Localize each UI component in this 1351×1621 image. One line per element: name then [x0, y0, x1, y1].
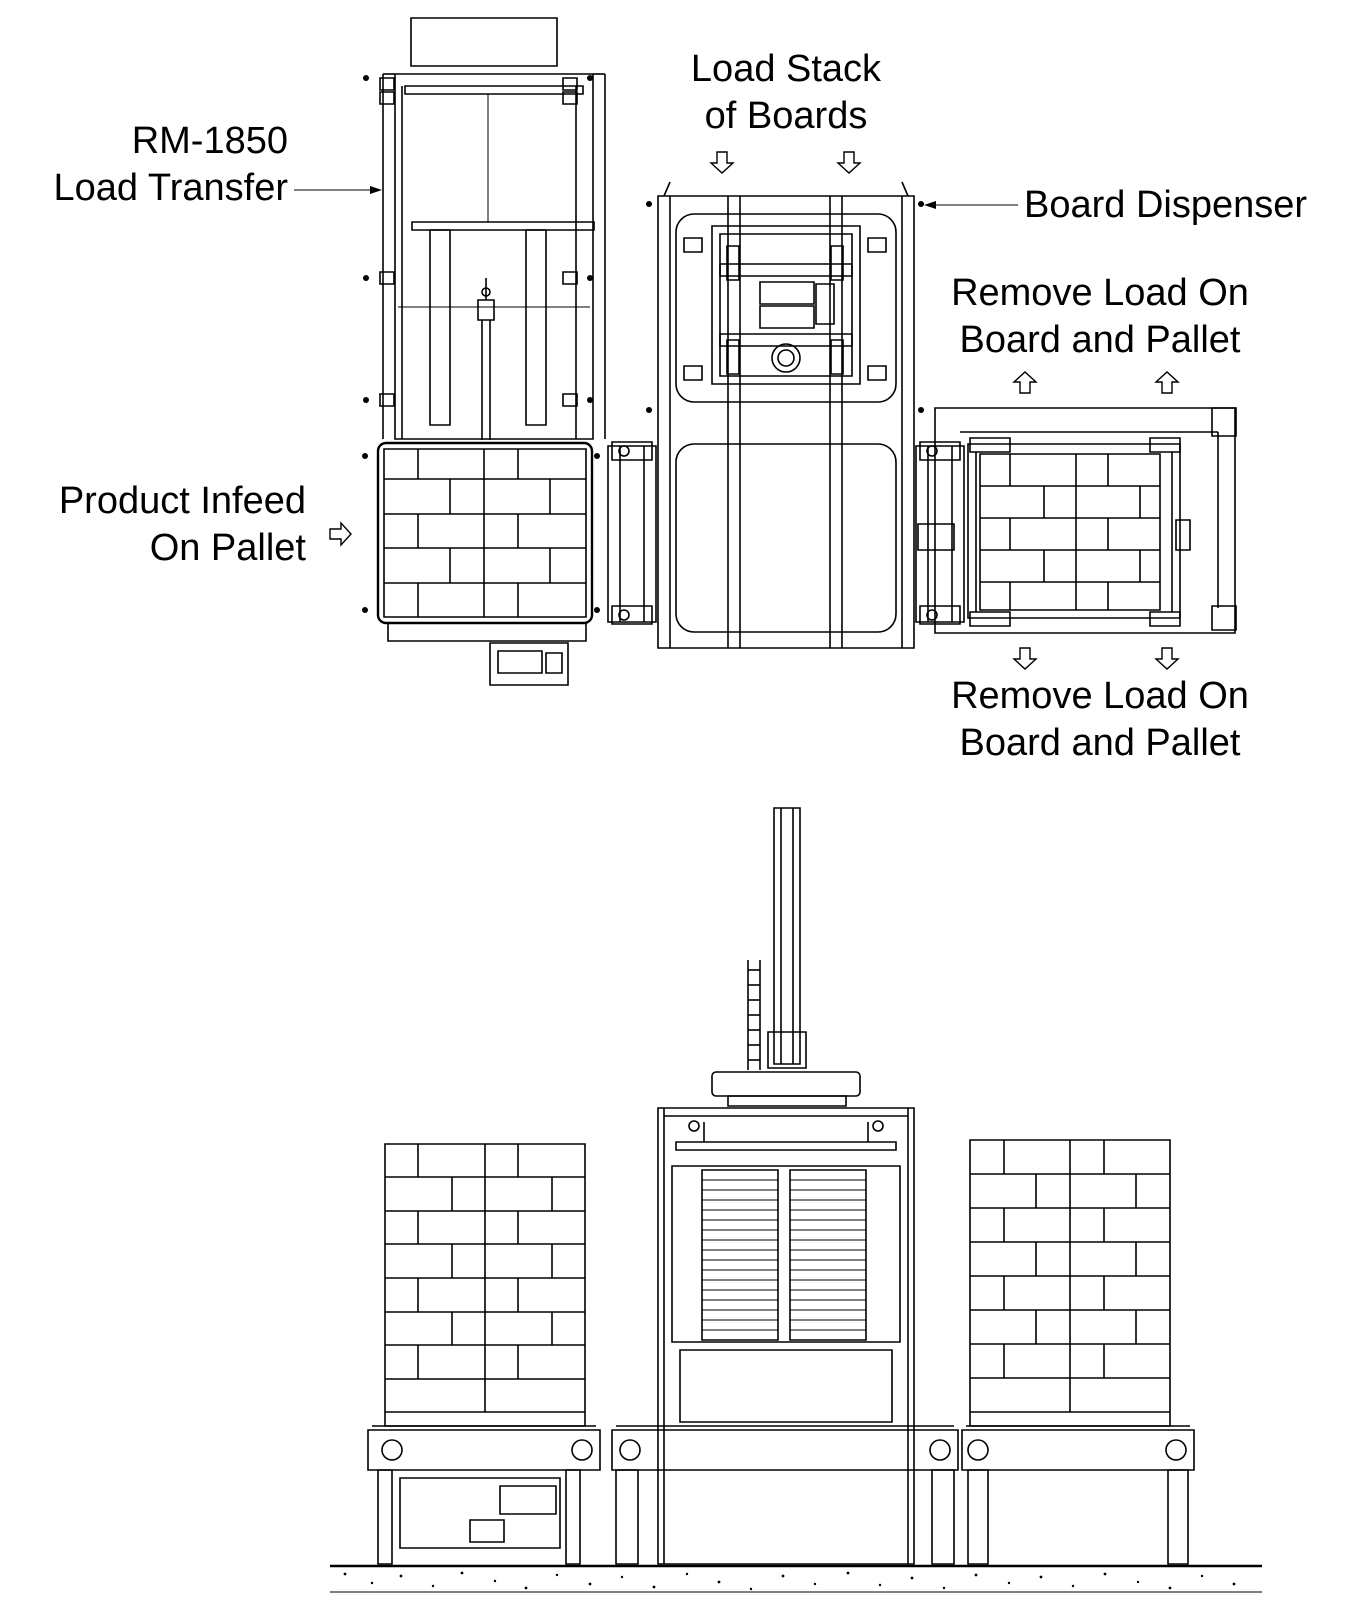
- hollow-arrow-icon: [1156, 372, 1178, 393]
- board-dispenser-label: Board Dispenser: [1024, 182, 1307, 229]
- load-transfer-frame: [363, 18, 605, 440]
- label-line: Board and Pallet: [959, 722, 1241, 764]
- label-line: On Pallet: [149, 527, 306, 569]
- board-dispenser-plan: [646, 182, 924, 648]
- connector-conveyor-right: [916, 442, 964, 624]
- hollow-arrow-icon: [1014, 372, 1036, 393]
- dispenser-conveyor: [612, 1426, 958, 1564]
- label-line: Remove Load On: [951, 272, 1249, 314]
- hollow-arrow-icon: [711, 152, 733, 173]
- leader-arrowhead-icon: [370, 186, 382, 194]
- label-line: of Boards: [704, 95, 868, 137]
- infeed-load-stack: [385, 1144, 585, 1426]
- label-line: Board and Pallet: [959, 319, 1241, 361]
- elevation-view: [330, 808, 1262, 1592]
- floor: [330, 1566, 1262, 1592]
- plan-view: [294, 18, 1236, 685]
- connector-conveyor-left: [608, 442, 656, 624]
- infeed-pallet-plan: [362, 443, 600, 685]
- hollow-arrow-icon: [1014, 648, 1036, 669]
- discharge-load-stack: [970, 1140, 1170, 1426]
- board-dispenser-elevation: [658, 1108, 914, 1564]
- label-line: Board Dispenser: [1024, 184, 1308, 226]
- label-line: Remove Load On: [951, 675, 1249, 717]
- remove-load-top-label: Remove Load On Board and Pallet: [930, 270, 1270, 364]
- load-transfer-label: RM-1850 Load Transfer: [54, 118, 288, 212]
- discharge-conveyor: [962, 1426, 1194, 1564]
- leader-arrowhead-icon: [924, 201, 936, 209]
- label-line: RM-1850: [131, 120, 288, 162]
- hollow-arrow-icon: [330, 523, 351, 545]
- remove-load-bottom-label: Remove Load On Board and Pallet: [930, 673, 1270, 767]
- product-infeed-label: Product Infeed On Pallet: [59, 478, 306, 572]
- label-line: Product Infeed: [58, 480, 306, 522]
- board-stack-right: [790, 1170, 866, 1340]
- infeed-conveyor: [368, 1426, 600, 1564]
- label-line: Load Stack: [690, 48, 882, 90]
- discharge-pallet-plan: [935, 408, 1236, 633]
- load-stack-label: Load Stack of Boards: [646, 46, 926, 140]
- hollow-arrow-icon: [1156, 648, 1178, 669]
- lift-mast: [712, 808, 860, 1106]
- label-line: Load Transfer: [53, 167, 288, 209]
- hollow-arrow-icon: [838, 152, 860, 173]
- board-stack-left: [702, 1170, 778, 1340]
